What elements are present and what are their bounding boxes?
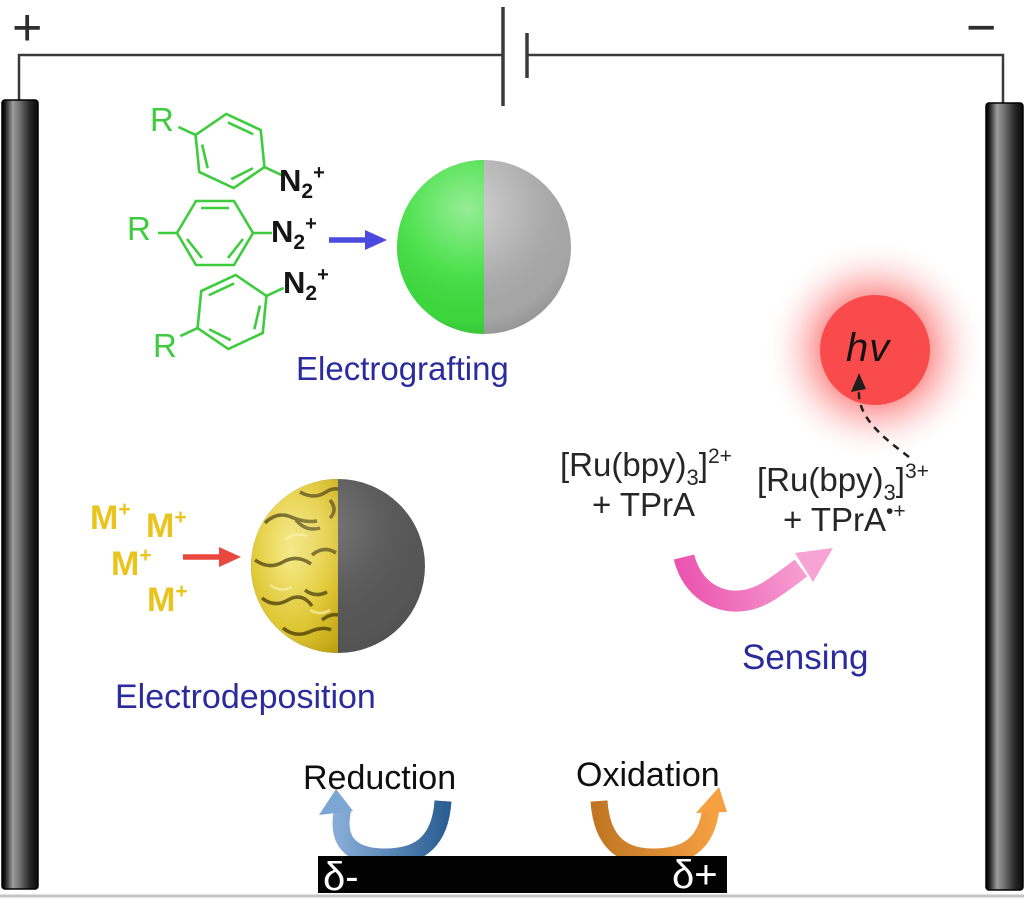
m-symbol: M bbox=[146, 507, 175, 545]
reduction-label: Reduction bbox=[303, 759, 457, 797]
right-feeder-electrode bbox=[985, 102, 1024, 891]
ru-bracket: ] bbox=[698, 446, 708, 483]
ru-product-formula: [Ru(bpy)3]3+ bbox=[757, 461, 929, 504]
wire-left bbox=[17, 53, 503, 101]
n-subscript: 2 bbox=[293, 231, 306, 254]
ru-bracket: ] bbox=[895, 461, 905, 498]
sensing-label: Sensing bbox=[742, 638, 869, 677]
delta-minus-label: δ- bbox=[323, 855, 359, 899]
tpra-radical: + TPrA bbox=[783, 501, 887, 538]
ru-charge: 2+ bbox=[707, 445, 732, 468]
tpra-radical-charge: •+ bbox=[886, 500, 906, 523]
ru-product-coreactant: + TPrA•+ bbox=[783, 501, 906, 536]
r-substituent-label: R bbox=[127, 210, 151, 247]
ru-reactant-coreactant: + TPrA bbox=[592, 486, 696, 523]
diazonium-label: N2+ bbox=[283, 265, 329, 304]
left-feeder-electrode bbox=[1, 99, 39, 890]
negative-terminal-label: − bbox=[966, 0, 997, 57]
r-substituent-label: R bbox=[153, 327, 177, 364]
ru-complex: [Ru(bpy) bbox=[757, 461, 884, 498]
n-symbol: N bbox=[271, 214, 294, 249]
bipolar-electrode-bar bbox=[318, 856, 727, 893]
n-subscript: 2 bbox=[305, 282, 318, 305]
m-symbol: M bbox=[90, 499, 119, 537]
n-charge: + bbox=[313, 162, 325, 184]
positive-terminal-label: + bbox=[12, 0, 43, 57]
sensing-arrow bbox=[673, 548, 833, 612]
metal-ion-label: M+ bbox=[147, 581, 188, 617]
metal-ion-label: M+ bbox=[146, 507, 187, 543]
benzene-ring-2 bbox=[156, 199, 274, 267]
wire-right bbox=[527, 53, 1005, 104]
n-charge: + bbox=[317, 264, 329, 286]
delta-plus-label: δ+ bbox=[672, 853, 718, 897]
ru-subscript: 3 bbox=[883, 480, 896, 505]
emission-dashed-arrow bbox=[851, 373, 910, 458]
oxidation-label: Oxidation bbox=[576, 756, 720, 794]
ru-charge: 3+ bbox=[904, 460, 929, 483]
electrodeposition-label: Electrodeposition bbox=[115, 678, 376, 716]
diazonium-label: N2+ bbox=[279, 163, 325, 202]
m-symbol: M bbox=[111, 545, 140, 583]
electrografting-label: Electrografting bbox=[296, 350, 509, 387]
ru-reactant-formula: [Ru(bpy)3]2+ bbox=[560, 446, 732, 489]
m-charge: + bbox=[174, 506, 187, 529]
ecl-emission-spot bbox=[763, 238, 987, 462]
metal-ion-label: M+ bbox=[111, 545, 152, 581]
reduction-arrow bbox=[319, 789, 452, 866]
electrografted-janus-particle bbox=[397, 160, 571, 334]
m-charge: + bbox=[118, 498, 131, 521]
n-symbol: N bbox=[283, 265, 306, 300]
m-symbol: M bbox=[147, 581, 176, 619]
r-substituent-label: R bbox=[150, 101, 174, 138]
hv-emission-label: hv bbox=[846, 326, 891, 370]
n-subscript: 2 bbox=[301, 180, 314, 203]
benzene-ring-3 bbox=[165, 257, 299, 367]
ru-complex: [Ru(bpy) bbox=[560, 446, 687, 483]
electrodeposition-arrow bbox=[183, 547, 241, 567]
electrografting-arrow bbox=[329, 230, 387, 250]
ru-subscript: 3 bbox=[686, 465, 699, 490]
electrodeposited-janus-particle bbox=[251, 479, 425, 653]
benzene-ring-1 bbox=[163, 96, 297, 206]
m-charge: + bbox=[139, 544, 152, 567]
metal-ion-label: M+ bbox=[90, 499, 131, 535]
m-charge: + bbox=[175, 580, 188, 603]
n-charge: + bbox=[305, 213, 317, 235]
diazonium-label: N2+ bbox=[271, 214, 317, 253]
n-symbol: N bbox=[279, 163, 302, 198]
oxidation-arrow bbox=[590, 787, 727, 866]
